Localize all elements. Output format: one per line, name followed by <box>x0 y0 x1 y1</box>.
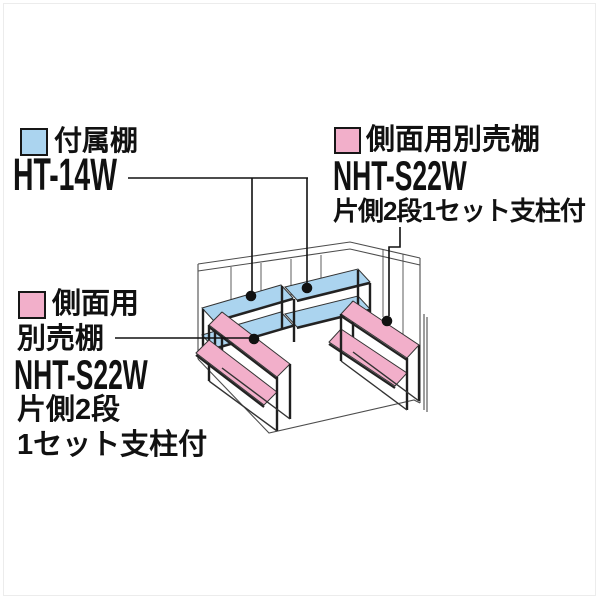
side-shelf-right-color-swatch <box>334 127 361 154</box>
side-shelf-right-unit <box>328 300 421 411</box>
side-shelf-left-note-line1: 片側2段 <box>17 394 121 426</box>
attached-shelf-posts <box>201 270 372 365</box>
side-shelf-right-upper-edge <box>340 315 408 361</box>
side-shelf-left-note-line2: 1セット支柱付 <box>17 429 208 461</box>
side-shelf-left-label-line2: 別売棚 <box>17 323 105 355</box>
side-shelf-left-unit <box>195 311 292 432</box>
callout-dots <box>245 282 393 345</box>
dot-attached-shelf-right <box>301 282 313 294</box>
side-shelf-left-front-legs <box>275 364 292 431</box>
side-shelf-left-color-swatch <box>18 291 46 319</box>
side-shelf-right-lower <box>328 328 408 387</box>
wall-panel-lines <box>230 250 404 346</box>
side-shelf-left-rails <box>208 367 291 432</box>
floor-edge <box>197 358 421 434</box>
wall-top-rail <box>197 248 421 272</box>
dot-side-shelf-right <box>381 315 393 327</box>
side-shelf-left-label-line1: 側面用 <box>52 288 140 320</box>
dot-side-shelf-left <box>248 333 260 345</box>
wall-right-outer-edge <box>423 314 428 412</box>
side-shelf-right-label: 側面用別売棚 <box>366 124 541 156</box>
side-shelf-right-front-legs <box>339 314 409 410</box>
shed-wireframe <box>197 241 428 434</box>
side-shelf-left-model: NHT-S22W <box>14 351 148 398</box>
side-shelf-left-upper-edge <box>208 326 278 380</box>
wall-top-edge <box>197 241 421 265</box>
side-shelf-right-model: NHT-S22W <box>333 152 467 199</box>
attached-shelf-label: 付属棚 <box>54 125 139 156</box>
side-shelf-right-rails <box>340 351 420 411</box>
attached-shelf-model: HT-14W <box>13 149 117 200</box>
dot-attached-shelf-left <box>245 290 257 302</box>
side-shelf-left-lower-edge <box>195 354 265 408</box>
side-shelf-right-note: 片側2段1セット支柱付 <box>333 196 586 226</box>
leader-side-shelf-right <box>388 227 401 316</box>
callout-lines <box>115 177 401 339</box>
attached-shelf-color-swatch <box>20 128 48 156</box>
side-shelf-left-lower <box>195 339 278 406</box>
